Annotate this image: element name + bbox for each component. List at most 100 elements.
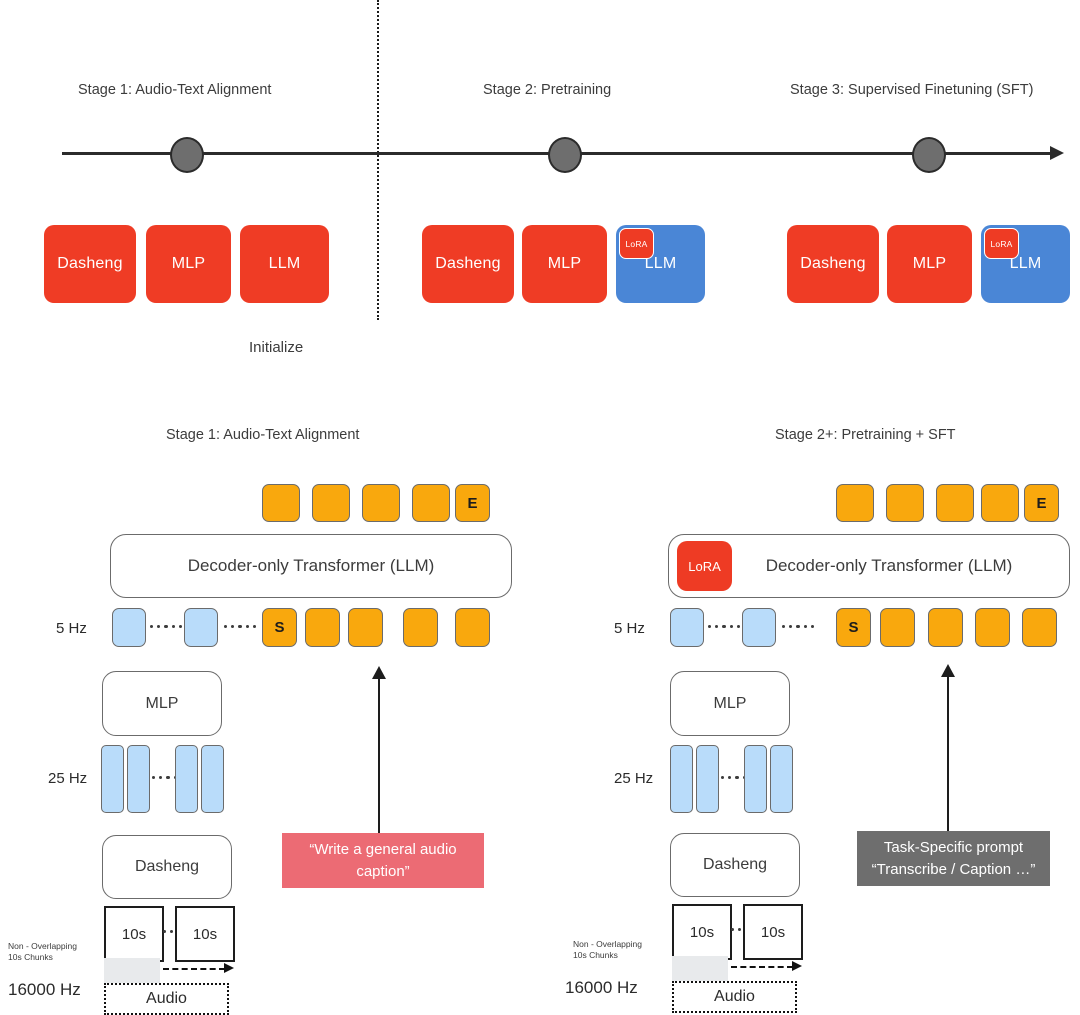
left-input-dots-2	[224, 625, 256, 629]
right-encoder-box[interactable]: Dasheng	[670, 833, 800, 897]
left-llm-box[interactable]: Decoder-only Transformer (LLM)	[110, 534, 512, 598]
left-output-token-1[interactable]	[262, 484, 300, 522]
stage2-lora-badge[interactable]: LoRA	[619, 228, 654, 259]
right-input-audio-token-1[interactable]	[670, 608, 704, 647]
left-feature-rate-label: 25 Hz	[48, 770, 88, 787]
left-sample-rate-label: 16000 Hz	[8, 980, 81, 999]
right-prompt-arrow-head	[941, 664, 955, 677]
right-chunk-1: 10s	[672, 904, 732, 960]
right-input-dots-1	[708, 625, 740, 629]
right-input-start-token-label: S	[848, 619, 859, 636]
left-input-start-token-label: S	[274, 619, 285, 636]
left-audio-label: Audio	[146, 990, 187, 1007]
right-prompt-arrow-shaft	[947, 676, 950, 831]
left-input-audio-token-2[interactable]	[184, 608, 218, 647]
right-prompt-line-1: Task-Specific prompt	[883, 838, 1024, 856]
stage1-module-llm[interactable]: LLM	[240, 225, 329, 303]
left-input-dots-1	[150, 625, 182, 629]
timeline-stage-3-label: Stage 3: Supervised Finetuning (SFT)	[790, 82, 1034, 98]
left-feature-bar-4	[201, 745, 224, 813]
left-output-token-4[interactable]	[412, 484, 450, 522]
stage1-module-dasheng-label: Dasheng	[57, 255, 123, 272]
left-mlp-box[interactable]: MLP	[102, 671, 222, 736]
timeline-marker-stage-2[interactable]	[548, 137, 582, 173]
left-prompt-arrow-head	[372, 666, 386, 679]
left-encoder-box[interactable]: Dasheng	[102, 835, 232, 899]
left-input-start-token[interactable]: S	[262, 608, 297, 647]
left-chunk-2-label: 10s	[192, 925, 218, 943]
right-panel-title: Stage 2+: Pretraining + SFT	[775, 427, 956, 443]
right-mlp-label: MLP	[713, 694, 747, 712]
right-prompt-line-2: “Transcribe / Caption …”	[871, 860, 1036, 878]
right-llm-box[interactable]: LoRA Decoder-only Transformer (LLM)	[668, 534, 1070, 598]
initialize-label: Initialize	[249, 339, 304, 356]
right-output-token-1[interactable]	[836, 484, 874, 522]
stage3-module-mlp-label: MLP	[912, 255, 947, 272]
right-output-token-3[interactable]	[936, 484, 974, 522]
left-output-token-3[interactable]	[362, 484, 400, 522]
right-sample-rate-label: 16000 Hz	[565, 978, 638, 997]
right-mlp-box[interactable]: MLP	[670, 671, 790, 736]
right-audio-label: Audio	[714, 988, 755, 1005]
timeline-marker-stage-3[interactable]	[912, 137, 946, 173]
right-input-token-5[interactable]	[1022, 608, 1057, 647]
right-input-audio-token-2[interactable]	[742, 608, 776, 647]
stage2-lora-badge-label: LoRA	[625, 238, 648, 249]
left-encoder-label: Dasheng	[134, 858, 200, 875]
timeline-stage-1-label: Stage 1: Audio-Text Alignment	[78, 82, 272, 98]
stage1-module-dasheng[interactable]: Dasheng	[44, 225, 136, 303]
right-feature-bar-2	[696, 745, 719, 813]
right-input-start-token[interactable]: S	[836, 608, 871, 647]
right-input-token-2[interactable]	[880, 608, 915, 647]
stage3-module-mlp[interactable]: MLP	[887, 225, 972, 303]
right-output-token-end-label: E	[1036, 494, 1047, 512]
right-llm-label: Decoder-only Transformer (LLM)	[765, 556, 1013, 575]
right-input-token-3[interactable]	[928, 608, 963, 647]
right-feature-bar-1	[670, 745, 693, 813]
right-feature-bar-4	[770, 745, 793, 813]
left-prompt-text: “Write a general audio caption”	[309, 840, 457, 880]
right-output-token-2[interactable]	[886, 484, 924, 522]
timeline-stage-2-label: Stage 2: Pretraining	[483, 82, 612, 98]
stage3-module-llm[interactable]: LLM LoRA	[981, 225, 1070, 303]
left-output-token-end[interactable]: E	[455, 484, 490, 522]
right-chunk-shade	[672, 956, 728, 981]
stage2-module-llm-label: LLM	[644, 255, 677, 272]
right-chunk-2: 10s	[743, 904, 803, 960]
stage3-module-dasheng[interactable]: Dasheng	[787, 225, 879, 303]
stage3-lora-badge[interactable]: LoRA	[984, 228, 1019, 259]
right-progress-arrow-line	[731, 966, 793, 968]
left-feature-dots	[152, 776, 177, 780]
right-encoder-label: Dasheng	[702, 856, 768, 873]
left-feature-bar-2	[127, 745, 150, 813]
left-input-token-2[interactable]	[305, 608, 340, 647]
right-lora-module[interactable]: LoRA	[677, 541, 732, 591]
left-output-token-2[interactable]	[312, 484, 350, 522]
stage3-module-dasheng-label: Dasheng	[800, 255, 866, 272]
stage1-module-mlp[interactable]: MLP	[146, 225, 231, 303]
left-llm-label: Decoder-only Transformer (LLM)	[187, 556, 435, 575]
right-chunk-note-line2: 10s Chunks	[573, 950, 618, 961]
right-output-token-end[interactable]: E	[1024, 484, 1059, 522]
left-progress-arrow-line	[163, 968, 225, 970]
stage2-module-dasheng[interactable]: Dasheng	[422, 225, 514, 303]
left-chunk-note-line1: Non - Overlapping	[8, 941, 77, 951]
left-chunk-note: Non - Overlapping 10s Chunks	[8, 941, 104, 963]
right-chunk-2-label: 10s	[760, 923, 786, 941]
right-output-token-4[interactable]	[981, 484, 1019, 522]
stage2-module-llm[interactable]: LLM LoRA	[616, 225, 705, 303]
stage2-module-mlp[interactable]: MLP	[522, 225, 607, 303]
left-audio-box: Audio	[104, 983, 229, 1015]
right-feature-dots	[721, 776, 746, 780]
stage3-lora-badge-label: LoRA	[990, 238, 1013, 249]
right-feature-rate-label: 25 Hz	[614, 770, 654, 787]
right-audio-box: Audio	[672, 981, 797, 1013]
left-input-token-3[interactable]	[348, 608, 383, 647]
right-input-token-4[interactable]	[975, 608, 1010, 647]
stage2-module-mlp-label: MLP	[547, 255, 582, 272]
timeline-marker-stage-1[interactable]	[170, 137, 204, 173]
left-input-token-5[interactable]	[455, 608, 490, 647]
left-input-audio-token-1[interactable]	[112, 608, 146, 647]
stage1-module-llm-label: LLM	[268, 255, 301, 272]
left-input-token-4[interactable]	[403, 608, 438, 647]
